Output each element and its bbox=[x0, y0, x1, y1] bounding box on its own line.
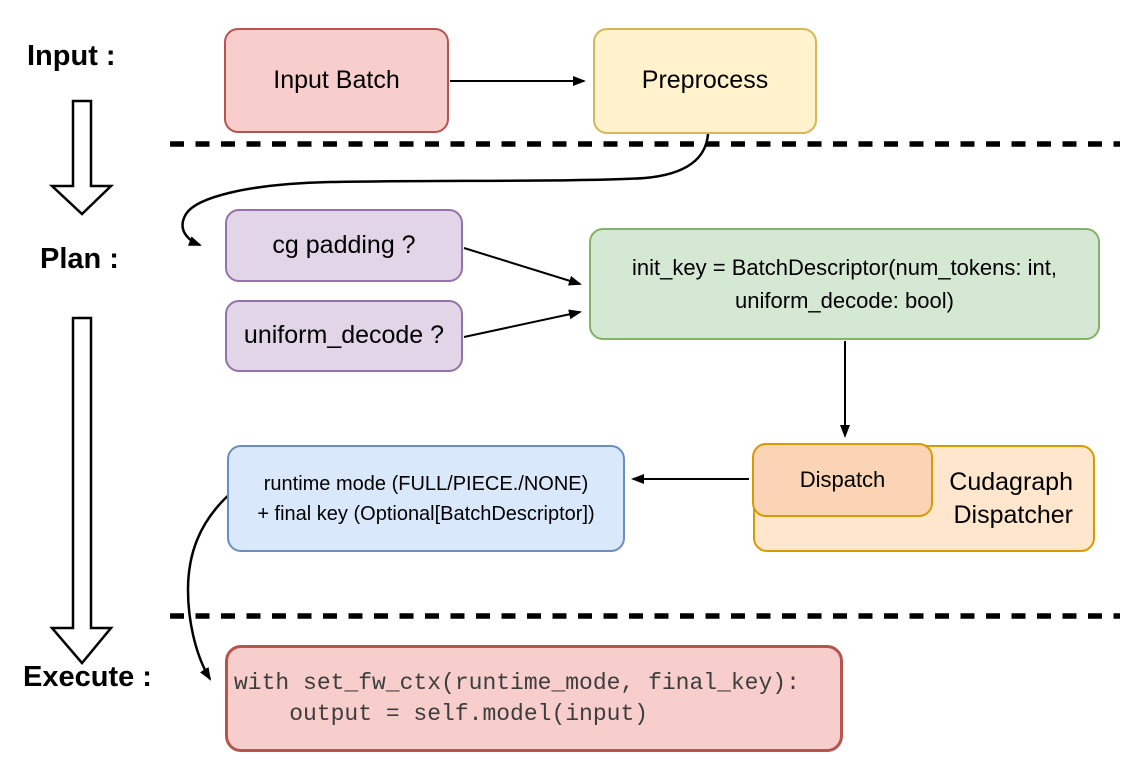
node-cudagraph-line2: Dispatcher bbox=[953, 500, 1074, 529]
node-execute-code: with set_fw_ctx(runtime_mode, final_key)… bbox=[225, 645, 843, 752]
plan-to-execute-arrow bbox=[49, 316, 114, 665]
connector-uniformdecode-initkey bbox=[463, 309, 582, 338]
node-preprocess-label: Preprocess bbox=[641, 66, 769, 95]
node-runtime-line2: + final key (Optional[BatchDescriptor]) bbox=[257, 502, 595, 525]
node-cudagraph-line1: Cudagraph bbox=[949, 467, 1073, 496]
node-cg-padding: cg padding ? bbox=[225, 209, 463, 282]
node-uniform-decode-label: uniform_decode ? bbox=[243, 321, 445, 350]
connector-runtime-code bbox=[186, 491, 233, 681]
node-init-key: init_key = BatchDescriptor(num_tokens: i… bbox=[589, 228, 1100, 340]
stage-label-execute: Execute : bbox=[23, 661, 152, 693]
node-uniform-decode: uniform_decode ? bbox=[225, 300, 463, 372]
node-dispatch: Dispatch bbox=[752, 443, 933, 517]
node-init-key-line1: init_key = BatchDescriptor(num_tokens: i… bbox=[632, 255, 1057, 280]
node-runtime-mode: runtime mode (FULL/PIECE./NONE) + final … bbox=[227, 445, 625, 552]
node-cg-padding-label: cg padding ? bbox=[272, 230, 416, 259]
connector-preprocess-cgpadding bbox=[181, 133, 710, 247]
node-input-batch-label: Input Batch bbox=[273, 65, 400, 94]
node-dispatch-label: Dispatch bbox=[799, 467, 886, 493]
code-line-1: with set_fw_ctx(runtime_mode, final_key)… bbox=[234, 669, 800, 696]
node-init-key-line2: uniform_decode: bool) bbox=[735, 288, 954, 313]
node-preprocess: Preprocess bbox=[593, 28, 817, 134]
stage-label-input: Input : bbox=[27, 40, 116, 72]
stage-label-plan: Plan : bbox=[40, 243, 119, 275]
input-to-plan-arrow bbox=[48, 99, 115, 216]
code-line-2: output = self.model(input) bbox=[234, 700, 649, 727]
node-input-batch: Input Batch bbox=[224, 28, 449, 133]
connector-cgpadding-initkey bbox=[463, 247, 582, 286]
node-runtime-line1: runtime mode (FULL/PIECE./NONE) bbox=[263, 472, 589, 495]
